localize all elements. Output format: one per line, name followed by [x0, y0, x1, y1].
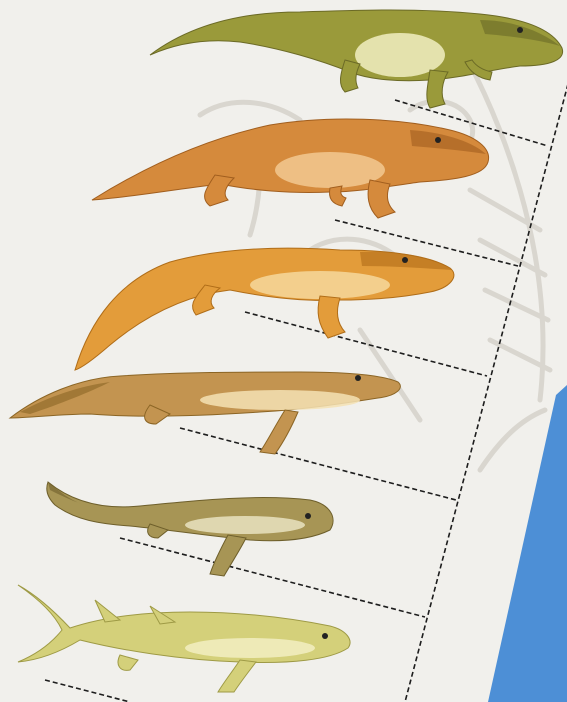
branch-line-4 [180, 428, 456, 500]
tetrapod-amphibian-icon [150, 10, 563, 108]
lobe-finned-fish-icon [47, 482, 333, 576]
branch-line-5 [120, 538, 425, 617]
stem-tetrapod-icon [92, 119, 489, 218]
branch-line-6 [45, 680, 130, 702]
branch-line-3 [245, 312, 487, 376]
elpistostegalian-fish-icon [10, 372, 400, 454]
blue-band [488, 385, 567, 702]
early-fish-icon [18, 585, 350, 692]
tetrapodomorph-icon [75, 248, 454, 370]
